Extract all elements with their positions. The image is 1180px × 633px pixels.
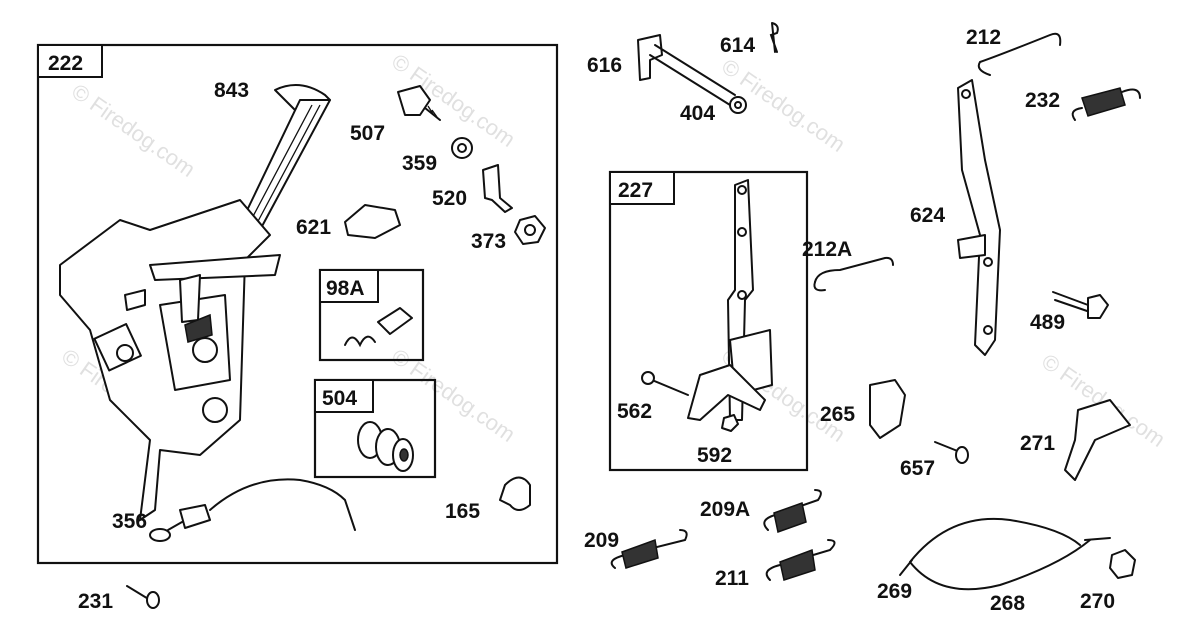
part-489-shoulder-screw	[1052, 291, 1109, 319]
callout-489: 489	[1030, 311, 1065, 334]
part-165-clip	[499, 476, 531, 511]
group-98A-tag	[319, 269, 379, 303]
group-227-frame	[608, 170, 809, 472]
part-520-bracket	[482, 164, 513, 213]
part-614-cotter-pin	[769, 22, 779, 53]
callout-231: 231	[78, 590, 113, 613]
part-373-nut-hole	[524, 224, 536, 236]
callout-269: 269	[877, 580, 912, 603]
callout-165: 165	[445, 500, 480, 523]
part-212A-link-end	[813, 281, 826, 292]
callout-212: 212	[966, 26, 1001, 49]
watermark-text: © Firedog.com	[67, 79, 200, 182]
part-657-screw	[934, 441, 969, 464]
callout-209A: 209A	[700, 498, 750, 521]
part-268-cable	[899, 518, 1111, 591]
callout-843: 843	[214, 79, 249, 102]
part-843-control-lever	[239, 84, 331, 231]
part-359-washer-hole	[457, 143, 467, 153]
callout-404: 404	[680, 102, 715, 125]
part-211-spring	[765, 539, 836, 581]
part-624-governor-link	[957, 79, 1001, 356]
callout-616: 616	[587, 54, 622, 77]
group-504-label: 504	[322, 387, 357, 410]
part-404-washer-hole	[734, 101, 742, 109]
callout-212A: 212A	[802, 238, 852, 261]
part-control-bracket	[59, 199, 281, 521]
part-616-bracket	[637, 34, 736, 106]
group-222-tag	[37, 44, 103, 78]
part-212-link	[977, 32, 1062, 76]
part-621-clip	[344, 204, 401, 239]
callout-211: 211	[715, 567, 749, 590]
part-270-nut	[1109, 549, 1136, 579]
callout-356: 356	[112, 510, 147, 533]
part-271-bracket	[1064, 399, 1131, 481]
part-231-screw	[126, 585, 160, 609]
part-504-rollers	[357, 421, 414, 472]
callout-270: 270	[1080, 590, 1115, 613]
callout-209: 209	[584, 529, 619, 552]
callout-232: 232	[1025, 89, 1060, 112]
part-209A-spring	[763, 489, 822, 533]
callout-359: 359	[402, 152, 437, 175]
part-98A-spring-screw	[344, 307, 413, 348]
callout-624: 624	[910, 204, 945, 227]
callout-507: 507	[350, 122, 385, 145]
group-227-label: 227	[618, 179, 653, 202]
group-504-tag	[314, 379, 374, 413]
part-265-clip	[869, 379, 906, 439]
group-98A-label: 98A	[326, 277, 365, 300]
callout-614: 614	[720, 34, 755, 57]
group-222-frame	[36, 43, 559, 565]
part-212A-link	[814, 256, 894, 283]
group-222-label: 222	[48, 52, 83, 75]
part-209-spring	[610, 529, 688, 569]
part-507-clamp-screw	[397, 85, 441, 121]
part-232-spring	[1071, 87, 1141, 121]
callout-265: 265	[820, 403, 855, 426]
part-356-ground-wire	[149, 478, 356, 542]
callout-621: 621	[296, 216, 331, 239]
callout-592: 592	[697, 444, 732, 467]
callout-271: 271	[1020, 432, 1055, 455]
callout-520: 520	[432, 187, 467, 210]
part-227-governor-lever	[641, 179, 773, 432]
callout-layer: 843 507 359 520 621 373 356 165 231 616 …	[78, 26, 1115, 615]
group-227-tag	[609, 171, 675, 205]
group-504-frame	[313, 378, 437, 479]
callout-373: 373	[471, 230, 506, 253]
callout-268: 268	[990, 592, 1025, 615]
callout-562: 562	[617, 400, 652, 423]
callout-657: 657	[900, 457, 935, 480]
